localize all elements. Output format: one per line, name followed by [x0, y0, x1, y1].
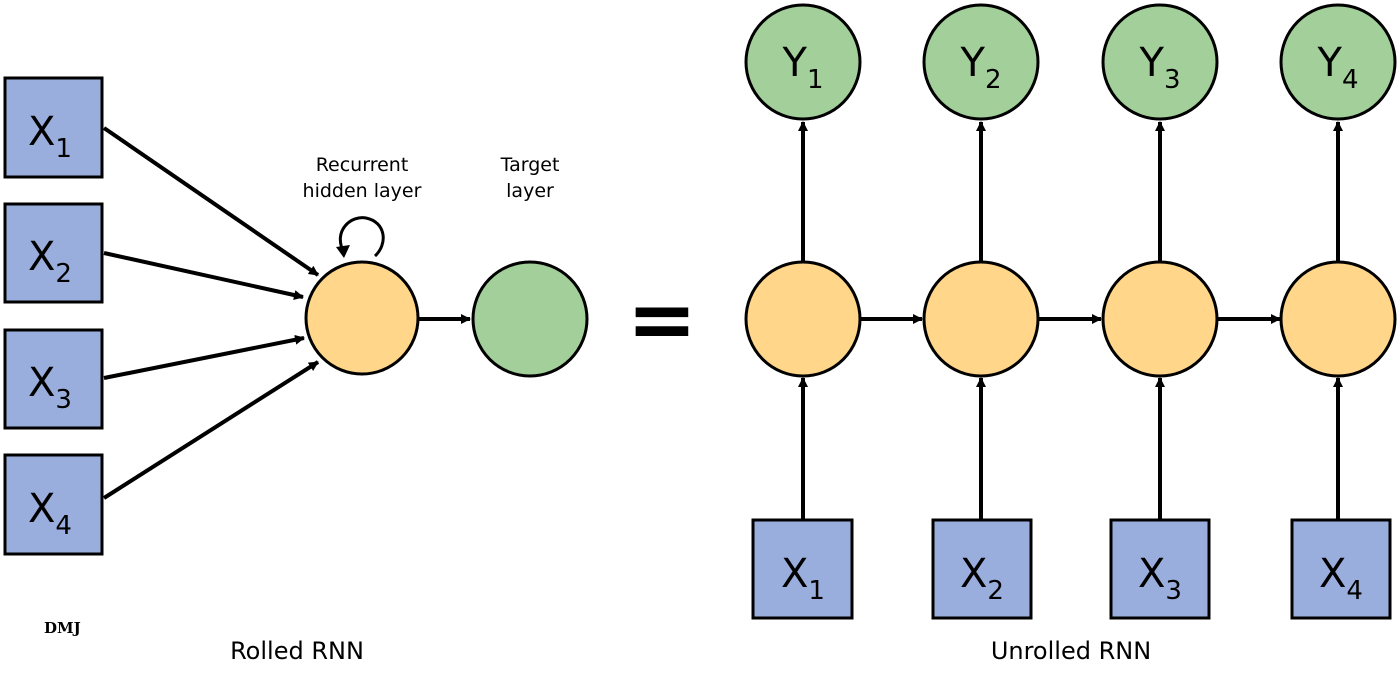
rolled-input-4: X4: [3, 453, 104, 556]
unrolled-rnn: Y1 X1 Y2 X2: [744, 3, 1397, 665]
unrolled-step-1: Y1 X1: [744, 3, 862, 620]
rolled-hidden-node: [304, 260, 420, 376]
rolled-input-1: X1: [3, 76, 104, 179]
unrolled-caption: Unrolled RNN: [991, 637, 1151, 665]
unrolled-hidden-node-4: [1279, 260, 1397, 378]
rolled-hidden-label-line1: Recurrent: [316, 154, 409, 176]
unrolled-step-2: Y2 X2: [922, 3, 1040, 620]
unrolled-output-node-1: [744, 3, 862, 121]
rolled-target-node: [471, 260, 589, 378]
rolled-recurrent-loop-head: [336, 245, 350, 258]
unrolled-input-box-1: [751, 518, 854, 620]
rolled-arrow-input-3: [103, 334, 305, 380]
unrolled-step-4: Y4 X4: [1279, 3, 1397, 620]
rolled-target-label-line1: Target: [500, 154, 560, 176]
equals-sign: =: [627, 270, 697, 368]
unrolled-output-node-3: [1101, 3, 1219, 121]
rolled-arrow-input-1: [102, 126, 320, 277]
unrolled-input-label-2: X2: [960, 551, 1004, 606]
rolled-caption: Rolled RNN: [230, 637, 364, 665]
rolled-input-4-label: X4: [28, 486, 72, 541]
rolled-input-2-label: X2: [28, 234, 72, 289]
unrolled-output-node-2: [922, 3, 1040, 121]
unrolled-input-box-2: [931, 518, 1033, 620]
unrolled-input-label-4: X4: [1319, 551, 1363, 606]
rolled-target-label-line2: layer: [506, 180, 554, 202]
rolled-input-3-label: X3: [28, 360, 72, 415]
unrolled-hidden-node-2: [922, 260, 1040, 378]
rolled-rnn: X1 X2 X3 X4: [3, 76, 589, 665]
unrolled-input-label-3: X3: [1138, 551, 1182, 606]
rolled-arrow-input-4: [102, 360, 320, 500]
unrolled-step-3: Y3 X3: [1101, 3, 1219, 620]
unrolled-hidden-node-1: [744, 260, 862, 378]
rolled-hidden-label-line2: hidden layer: [303, 180, 422, 202]
unrolled-output-label-2: Y2: [960, 40, 1002, 95]
unrolled-input-box-4: [1290, 518, 1392, 620]
rolled-input-2: X2: [3, 202, 104, 304]
rolled-arrow-input-2: [103, 251, 304, 300]
unrolled-input-box-3: [1109, 518, 1211, 620]
unrolled-output-label-4: Y4: [1317, 40, 1359, 95]
unrolled-hidden-node-3: [1101, 260, 1219, 378]
unrolled-output-label-3: Y3: [1139, 40, 1181, 95]
unrolled-output-node-4: [1279, 3, 1397, 121]
rolled-input-3: X3: [3, 328, 104, 430]
rolled-logo: DMJ: [44, 619, 81, 637]
unrolled-output-label-1: Y1: [782, 40, 824, 95]
rolled-recurrent-loop: [338, 216, 385, 258]
rolled-input-1-label: X1: [28, 109, 72, 164]
unrolled-input-label-1: X1: [781, 551, 825, 606]
